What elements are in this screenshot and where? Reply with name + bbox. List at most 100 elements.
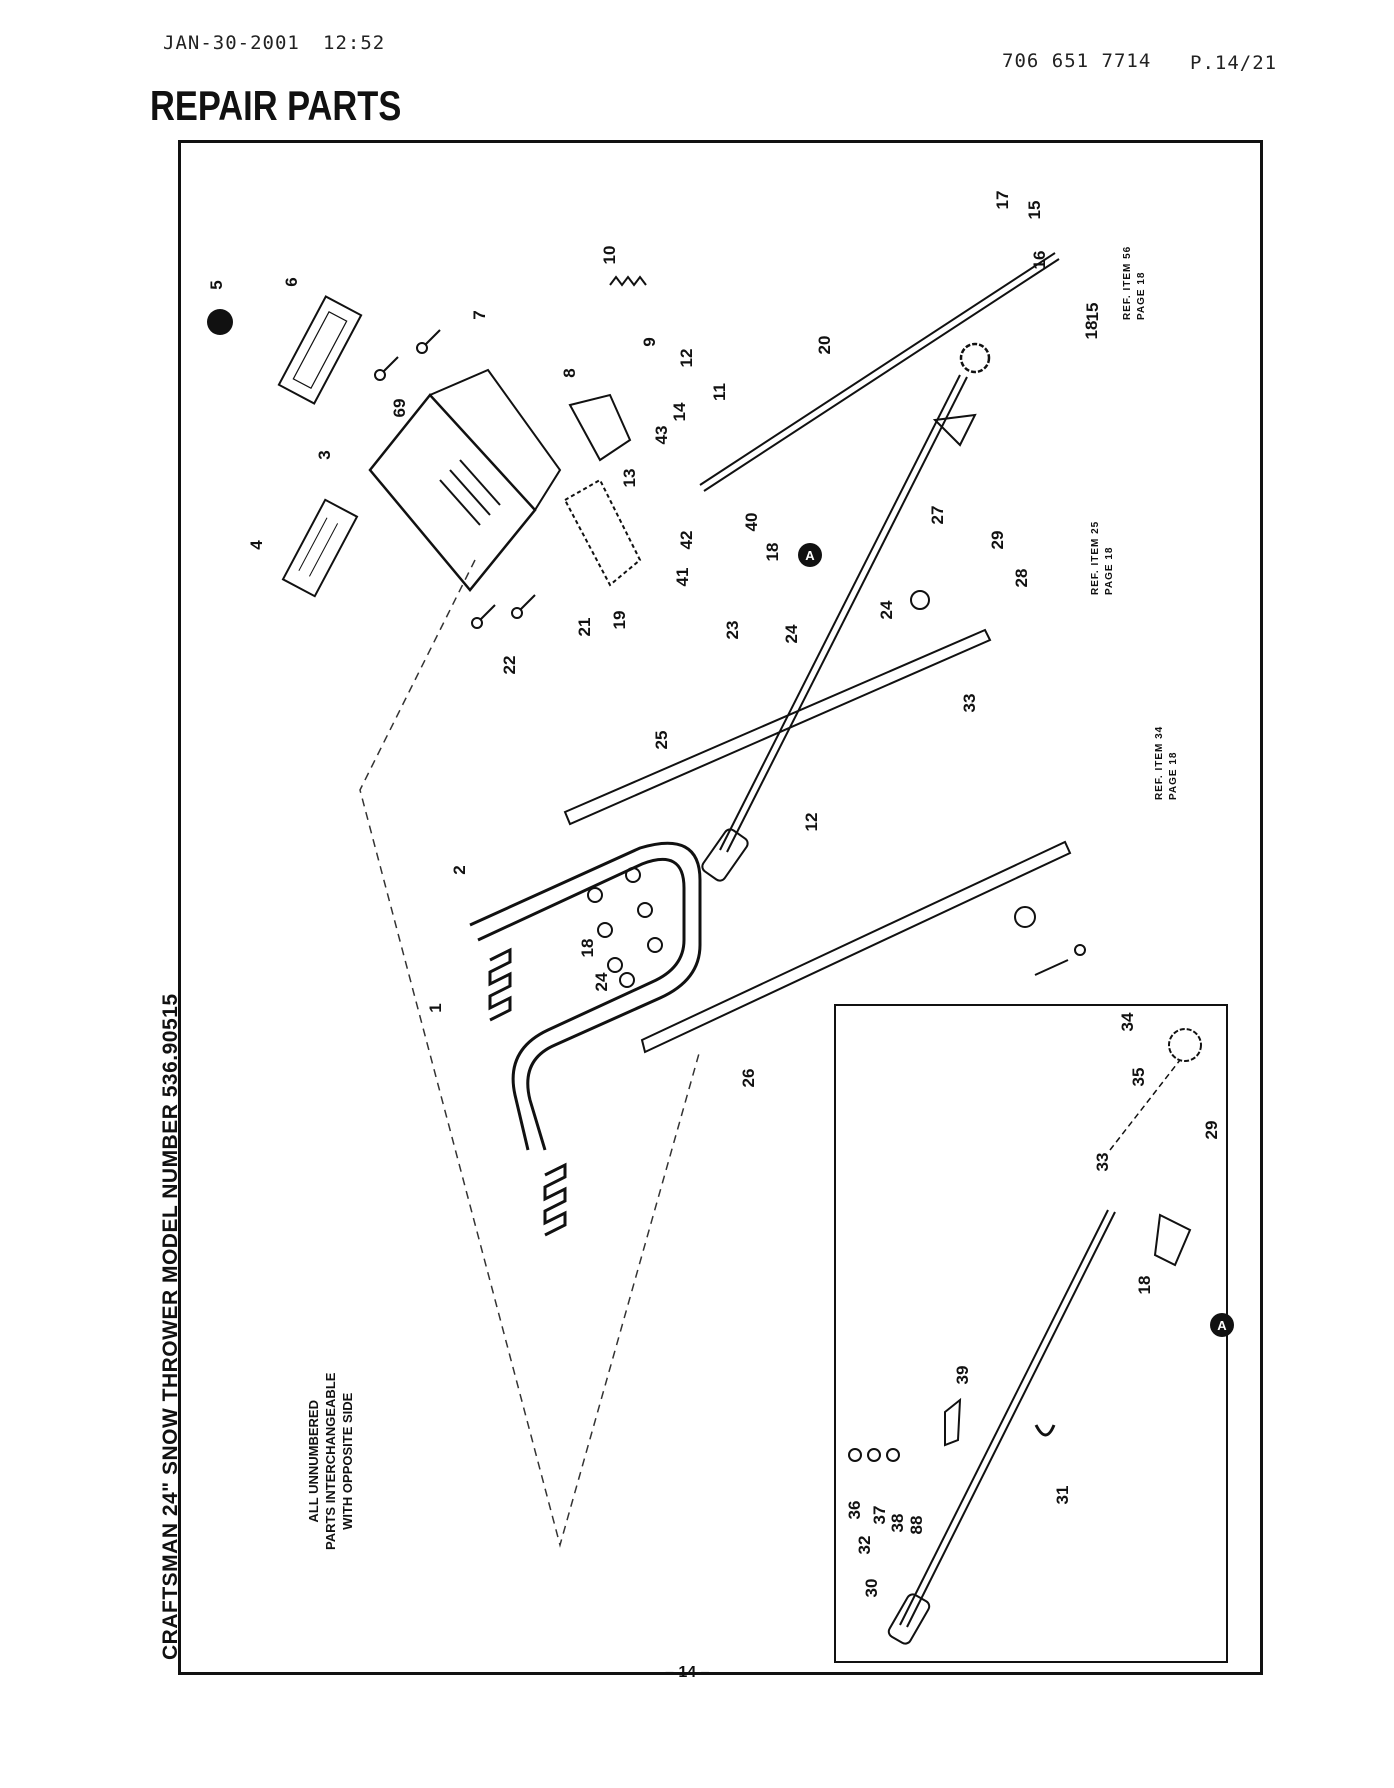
callout-number: 69 xyxy=(390,399,409,418)
callout-number: 40 xyxy=(742,513,761,532)
callout-number: 12 xyxy=(677,349,696,368)
group-outline xyxy=(359,559,701,1548)
callout-number: 15 xyxy=(1025,201,1044,220)
gear-part xyxy=(959,342,991,374)
fax-time: 12:52 xyxy=(323,32,386,54)
bracket-part xyxy=(944,1397,962,1447)
svg-text:A: A xyxy=(1217,1318,1227,1333)
callout-number: 27 xyxy=(928,506,947,525)
shaft-part xyxy=(726,376,968,853)
decal-part xyxy=(277,295,363,405)
spring-part xyxy=(543,1162,567,1237)
slot-mark xyxy=(459,459,501,506)
callout-number: 24 xyxy=(782,624,801,643)
screw-part xyxy=(374,329,536,629)
callout-number: 18 xyxy=(1082,321,1101,340)
callout-number: 23 xyxy=(723,621,742,640)
rod-part xyxy=(703,258,1060,492)
bar-part xyxy=(563,628,992,826)
slot-mark xyxy=(439,479,481,526)
svg-text:PAGE 18: PAGE 18 xyxy=(1104,547,1115,596)
reference-note: REF. ITEM 25 PAGE 18 xyxy=(1090,521,1115,595)
callout-number: 2 xyxy=(450,865,469,874)
handle-part xyxy=(469,841,702,1151)
handle-grip xyxy=(701,828,749,882)
callout-number: 29 xyxy=(988,531,1007,550)
model-title: CRAFTSMAN 24" SNOW THROWER MODEL NUMBER … xyxy=(159,993,182,1661)
decal-part xyxy=(281,498,359,598)
washer-part xyxy=(848,1448,900,1462)
interchangeable-note: ALL UNNUMBERED PARTS INTERCHANGEABLE WIT… xyxy=(305,1373,356,1550)
clip-part xyxy=(1034,1424,1056,1437)
hardware-part xyxy=(910,590,1086,976)
shaft-part xyxy=(899,1209,1109,1626)
svg-text:REF. ITEM 25: REF. ITEM 25 xyxy=(1090,521,1101,595)
svg-text:A: A xyxy=(805,548,815,563)
callout-number: 16 xyxy=(1030,251,1049,270)
callout-number: 15 xyxy=(1083,303,1102,322)
shaft-part xyxy=(906,1211,1116,1628)
callout-number: 24 xyxy=(592,972,611,991)
bar-part xyxy=(640,840,1072,1054)
callout-number: 24 xyxy=(877,600,896,619)
callout-number: 35 xyxy=(1129,1068,1148,1087)
callout-number: 14 xyxy=(670,402,689,421)
control-panel-part xyxy=(429,368,562,511)
svg-text:REF. ITEM 56: REF. ITEM 56 xyxy=(1122,246,1133,320)
fax-date: JAN-30-2001 xyxy=(163,32,300,54)
callout-number: 1 xyxy=(426,1003,445,1012)
svg-text:REF. ITEM 34: REF. ITEM 34 xyxy=(1154,726,1165,800)
callout-number: 22 xyxy=(500,656,519,675)
callout-number: 20 xyxy=(815,336,834,355)
bracket-part xyxy=(568,393,632,462)
callout-number: 41 xyxy=(673,568,692,587)
washer-part xyxy=(587,867,663,988)
svg-text:PAGE 18: PAGE 18 xyxy=(1136,272,1147,321)
callout-number: 18 xyxy=(763,543,782,562)
gear-part xyxy=(1168,1028,1202,1062)
note-line: PARTS INTERCHANGEABLE xyxy=(323,1372,338,1550)
callout-number: 33 xyxy=(1093,1153,1112,1172)
callout-number: 11 xyxy=(710,383,729,401)
callout-number: 36 xyxy=(845,1501,864,1520)
note-line: WITH OPPOSITE SIDE xyxy=(340,1392,355,1530)
diagram-frame xyxy=(178,140,1263,1675)
control-panel-part xyxy=(368,393,537,592)
bracket-part xyxy=(932,413,977,447)
bracket-part xyxy=(563,478,642,587)
callout-number: 43 xyxy=(652,426,671,445)
reference-note: REF. ITEM 34 PAGE 18 xyxy=(1154,726,1179,800)
spring-part xyxy=(609,275,647,287)
callout-number: 12 xyxy=(802,813,821,832)
handle-part xyxy=(477,858,686,1151)
callout-number: 19 xyxy=(610,611,629,630)
callout-number: 5 xyxy=(207,280,226,289)
bracket-part xyxy=(1153,1213,1192,1267)
shaft-part xyxy=(719,374,961,851)
callout-number: 28 xyxy=(1012,569,1031,588)
callout-number: 26 xyxy=(739,1069,758,1088)
page-title: REPAIR PARTS xyxy=(150,82,402,129)
callout-number: 32 xyxy=(855,1536,874,1555)
note-line: ALL UNNUMBERED xyxy=(306,1400,321,1523)
callout-number: 3 xyxy=(315,450,334,459)
handle-grip xyxy=(887,1593,931,1645)
callout-number: 25 xyxy=(652,731,671,750)
reference-note: REF. ITEM 56 PAGE 18 xyxy=(1122,246,1147,320)
marker-a: A A xyxy=(798,543,1234,1337)
rod-part xyxy=(699,252,1056,486)
spring-part xyxy=(488,947,512,1022)
callout-number: 17 xyxy=(993,191,1012,210)
callout-number: 6 xyxy=(282,277,301,286)
shaft-part xyxy=(1109,1059,1181,1151)
callout-number: 88 xyxy=(907,1516,926,1535)
fax-page: P.14/21 xyxy=(1190,52,1278,74)
callout-number: 38 xyxy=(888,1514,907,1533)
callout-number: 31 xyxy=(1053,1486,1072,1505)
inset-box xyxy=(834,1004,1228,1663)
callout-number: 42 xyxy=(677,531,696,550)
callout-number: 8 xyxy=(560,368,579,377)
callout-number: 18 xyxy=(578,939,597,958)
callout-number: 34 xyxy=(1118,1012,1137,1031)
